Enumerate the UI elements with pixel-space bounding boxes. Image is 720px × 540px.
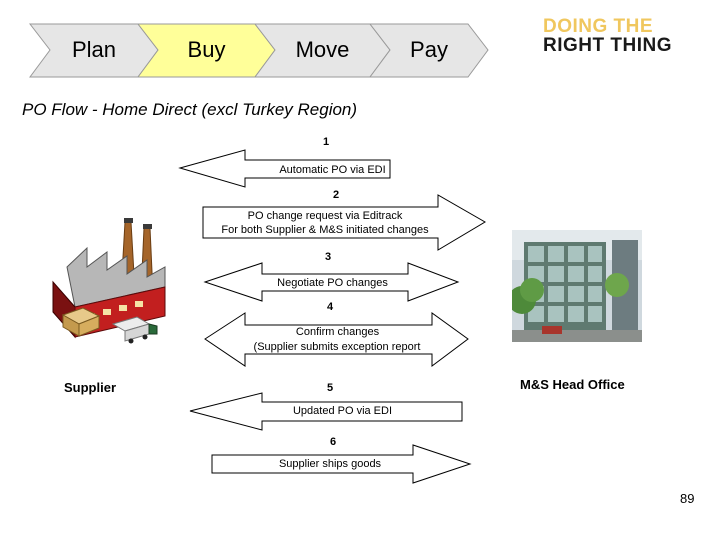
flow-step-label: Updated PO via EDI bbox=[292, 405, 393, 417]
flow-step-number: 4 bbox=[326, 301, 334, 313]
office-building-photo bbox=[512, 230, 642, 342]
arrow-3-both bbox=[203, 262, 460, 302]
flow-step-label: Confirm changes bbox=[295, 326, 380, 338]
flow-step-number: 5 bbox=[326, 382, 334, 394]
logo-line-1: DOING THE bbox=[543, 16, 654, 37]
arrow-4-both bbox=[204, 312, 469, 367]
flow-step-label: Automatic PO via EDI bbox=[279, 164, 386, 176]
flow-step-label: PO change request via Editrack bbox=[247, 210, 403, 222]
flow-step-number: 6 bbox=[329, 436, 337, 448]
chevron-pay bbox=[368, 23, 489, 78]
process-chevrons bbox=[28, 23, 489, 78]
arrow-2-right bbox=[202, 194, 486, 251]
flow-step-label: For both Supplier & M&S initiated change… bbox=[221, 224, 429, 236]
flow-step-label: Supplier ships goods bbox=[278, 458, 382, 470]
flow-step-number: 2 bbox=[332, 189, 340, 201]
arrow-6-right bbox=[211, 444, 472, 484]
arrow-5-left bbox=[189, 392, 463, 431]
arrow-1-left bbox=[178, 149, 391, 188]
flow-step-number: 1 bbox=[322, 136, 330, 148]
page-number: 89 bbox=[680, 491, 695, 506]
supplier-label: Supplier bbox=[64, 380, 117, 395]
head-office-label: M&S Head Office bbox=[520, 377, 625, 392]
page-subtitle: PO Flow - Home Direct (excl Turkey Regio… bbox=[22, 100, 358, 119]
step-label-move: Move bbox=[295, 37, 350, 62]
logo-line-2: RIGHT THING bbox=[543, 35, 672, 56]
step-label-pay: Pay bbox=[410, 37, 448, 62]
step-label-buy: Buy bbox=[187, 37, 226, 62]
flow-step-label: (Supplier submits exception report bbox=[253, 341, 421, 353]
flow-step-label: Negotiate PO changes bbox=[277, 277, 388, 289]
flow-step-number: 3 bbox=[324, 251, 332, 263]
step-label-plan: Plan bbox=[71, 37, 117, 62]
factory-illustration bbox=[52, 218, 166, 344]
